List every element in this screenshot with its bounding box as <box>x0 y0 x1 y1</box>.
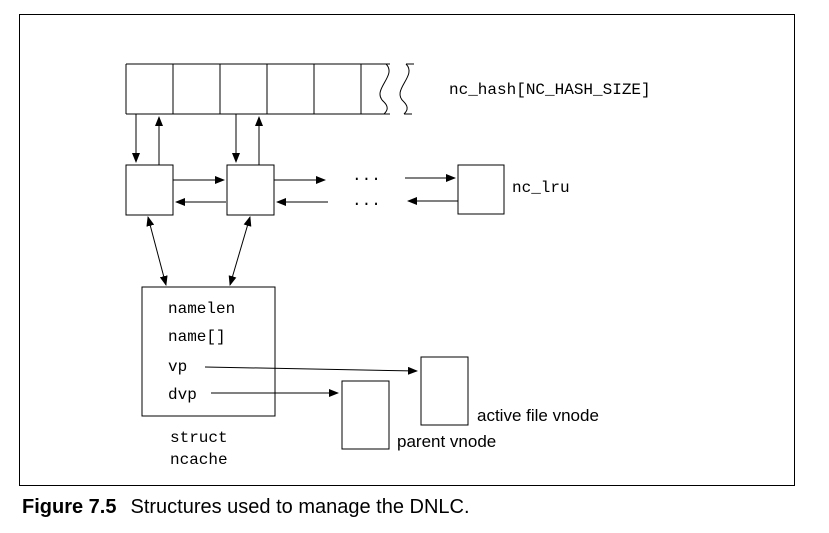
break-mark-left <box>379 63 390 115</box>
hash-array <box>125 63 414 115</box>
ellipsis-top: ... <box>352 167 381 185</box>
ellipsis-bottom: ... <box>352 192 381 210</box>
lru-entry-last <box>457 164 505 215</box>
hash-label: nc_hash[NC_HASH_SIZE] <box>449 81 651 99</box>
ncache-links <box>146 216 252 286</box>
active-file-vnode <box>420 356 469 426</box>
vnode-pointers <box>204 366 418 397</box>
field-namelen: namelen <box>168 300 235 318</box>
hash-links <box>132 114 263 165</box>
figure-caption-text: Structures used to manage the DNLC. <box>130 496 470 518</box>
figure-number: Figure 7.5 <box>22 496 117 518</box>
lru-entry-1 <box>125 164 174 216</box>
struct-label-line2: ncache <box>170 451 228 469</box>
field-dvp: dvp <box>168 386 197 404</box>
ncache-struct <box>141 286 276 417</box>
parent-vnode <box>341 380 390 450</box>
lru-entry-2 <box>226 164 275 216</box>
struct-label-line1: struct <box>170 429 228 447</box>
field-name: name[] <box>168 328 226 346</box>
figure-caption: Figure 7.5 Structures used to manage the … <box>22 496 470 519</box>
break-mark-right <box>399 63 410 115</box>
field-vp: vp <box>168 358 187 376</box>
lru-label: nc_lru <box>512 179 570 197</box>
figure-frame <box>19 14 795 486</box>
active-vnode-label: active file vnode <box>477 406 599 425</box>
parent-vnode-label: parent vnode <box>397 432 496 451</box>
lru-links <box>173 174 458 206</box>
